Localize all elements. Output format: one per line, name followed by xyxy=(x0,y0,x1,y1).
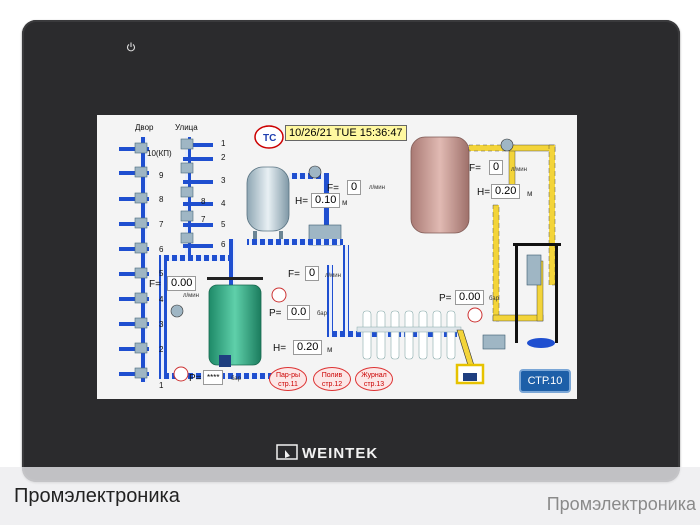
zone-right-5: 5 xyxy=(221,220,226,229)
f3-label: F= xyxy=(149,279,161,290)
zone-left-7: 7 xyxy=(159,220,164,229)
irrigation-button-line1: Полив xyxy=(321,372,343,379)
irrigation-button[interactable]: Полив стр.12 xyxy=(313,367,351,391)
zone-left-2: 2 xyxy=(159,345,164,354)
p3-value: 0.00 xyxy=(455,290,485,305)
footer-band xyxy=(0,467,700,525)
f4-unit: л/мин xyxy=(511,167,527,173)
company-logo: ТС xyxy=(254,125,284,149)
weintek-hand-icon xyxy=(276,444,298,460)
process-diagram: ТС xyxy=(119,125,561,385)
zone-right-4: 4 xyxy=(221,199,226,208)
h2-label: H= xyxy=(273,343,287,354)
f1-unit: л/мин xyxy=(369,185,385,191)
h3-label: H= xyxy=(477,187,491,198)
hmi-screen: ТС Двор Улица 10/26/21 TUE 15:36:47 10(К… xyxy=(97,115,577,399)
zone-right-3: 3 xyxy=(221,176,226,185)
h2-value: 0.20 xyxy=(293,340,323,355)
p2-unit: бар xyxy=(231,376,241,382)
zone-left-1: 1 xyxy=(159,381,164,390)
p1-value: 0.0 xyxy=(287,305,311,320)
h3-value: 0.20 xyxy=(491,184,521,199)
h2-unit: м xyxy=(327,345,333,354)
header-street: Улица xyxy=(175,123,198,132)
zone-left-10: 10(КП) xyxy=(147,149,172,158)
zone-right-2: 2 xyxy=(221,153,226,162)
p2-label: P= xyxy=(189,373,202,384)
p1-unit: бар xyxy=(317,311,327,317)
weintek-logo: WEINTEK xyxy=(276,444,378,462)
zone-left-5: 5 xyxy=(159,269,164,278)
h1-label: H= xyxy=(295,196,309,207)
journal-button[interactable]: Журнал стр.13 xyxy=(355,367,393,391)
p3-unit: бар xyxy=(489,296,499,302)
f2-value: 0 xyxy=(305,266,320,281)
page-10-button[interactable]: СТР.10 xyxy=(519,369,571,393)
zone-right-8: 8 xyxy=(201,197,206,206)
p2-value: **** xyxy=(203,370,224,385)
green-tank xyxy=(207,277,287,367)
zone-left-9: 9 xyxy=(159,171,164,180)
zone-right-6: 6 xyxy=(221,240,226,249)
journal-button-line1: Журнал xyxy=(361,372,387,379)
zone-left-4: 4 xyxy=(159,295,164,304)
zone-right-7: 7 xyxy=(201,215,206,224)
f4-label: F= xyxy=(469,163,481,174)
left-manifold xyxy=(119,137,279,382)
zone-right-1: 1 xyxy=(221,139,226,148)
irrigation-button-line2: стр.12 xyxy=(321,381,343,388)
f1-value: 0 xyxy=(347,180,362,195)
zone-left-6: 6 xyxy=(159,245,164,254)
f2-unit: л/мин xyxy=(325,273,341,279)
footer-caption-left: Промэлектроника xyxy=(14,485,180,507)
footer-watermark: Промэлектроника xyxy=(546,494,696,514)
pressure-tank xyxy=(229,165,349,349)
p3-label: P= xyxy=(439,293,452,304)
h1-unit: м xyxy=(342,198,348,207)
power-icon xyxy=(126,42,136,52)
f1-label: F= xyxy=(327,183,339,194)
params-button-line2: стр.11 xyxy=(278,381,298,388)
f2-label: F= xyxy=(288,269,300,280)
h1-value: 0.10 xyxy=(311,193,341,208)
datetime-display: 10/26/21 TUE 15:36:47 xyxy=(285,125,407,141)
f3-value: 0.00 xyxy=(167,276,197,291)
params-button-line1: Пар-ры xyxy=(275,372,301,379)
rose-tank xyxy=(410,136,561,350)
svg-text:ТС: ТС xyxy=(263,133,276,144)
middle-pipes xyxy=(327,265,485,385)
h3-unit: м xyxy=(527,189,533,198)
brand-text: WEINTEK xyxy=(302,444,379,462)
f4-value: 0 xyxy=(489,160,504,175)
p1-label: P= xyxy=(269,308,282,319)
f3-unit: л/мин xyxy=(183,293,199,299)
zone-left-8: 8 xyxy=(159,195,164,204)
header-yard: Двор xyxy=(135,123,154,132)
zone-left-3: 3 xyxy=(159,320,164,329)
journal-button-line2: стр.13 xyxy=(363,381,385,388)
params-button[interactable]: Пар-ры стр.11 xyxy=(269,367,307,391)
